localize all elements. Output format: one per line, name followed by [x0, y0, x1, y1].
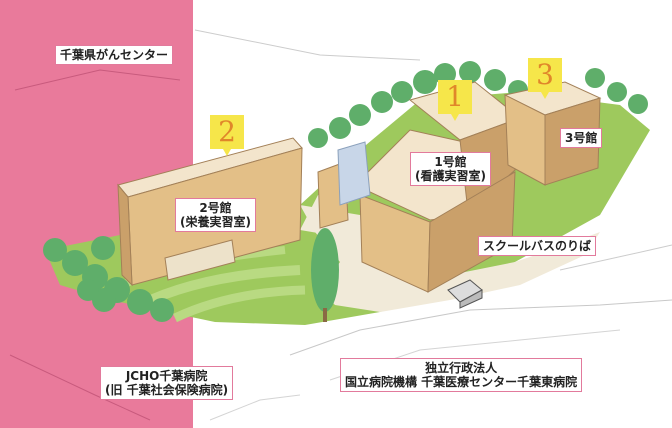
- badge-building-3: 3: [528, 58, 562, 99]
- lawn-stripe-2: [173, 285, 306, 323]
- building-1-name: 1号館: [434, 155, 467, 169]
- label-bus-stop: スクールバスのりば: [478, 236, 597, 256]
- badge-building-2: 2: [210, 115, 244, 156]
- road-sketch-bottom-3: [209, 394, 301, 421]
- label-building-2: 2号館 (栄養実習室): [175, 198, 256, 232]
- school-bus: [447, 279, 483, 309]
- tree-row-top: [308, 61, 648, 148]
- road-sketch-bottom: [289, 299, 672, 356]
- road-sketch-right: [559, 244, 672, 271]
- band-sketch-line: [14, 69, 181, 91]
- building-2-name: 2号館: [199, 201, 232, 215]
- bus-stop-text: スクールバスのりば: [483, 239, 592, 253]
- jcho-former-text: (旧 千葉社会保険病院): [105, 383, 229, 397]
- label-building-3: 3号館: [560, 128, 603, 148]
- building-3-name: 3号館: [565, 131, 598, 145]
- badge-1-text: 1: [446, 80, 464, 113]
- label-building-1: 1号館 (看護実習室): [410, 152, 491, 186]
- badge-3-text: 3: [536, 58, 554, 91]
- badge-building-1: 1: [438, 80, 472, 121]
- label-jcho-hospital: JCHO千葉病院 (旧 千葉社会保険病院): [100, 366, 234, 400]
- lawn-stripe-1: [137, 265, 301, 310]
- chiba-cancer-center-text: 千葉県がんセンター: [60, 48, 169, 62]
- building-1-use: (看護実習室): [415, 169, 486, 183]
- band-sketch-line-2: [9, 354, 151, 421]
- conifer-tree: [311, 228, 339, 312]
- nho-line1-text: 独立行政法人: [425, 361, 498, 375]
- badge-2-text: 2: [218, 115, 236, 148]
- label-national-hospital: 独立行政法人 国立病院機構 千葉医療センター千葉東病院: [340, 358, 583, 392]
- label-chiba-cancer-center: 千葉県がんセンター: [55, 45, 174, 65]
- nho-line2-text: 国立病院機構 千葉医療センター千葉東病院: [345, 375, 578, 389]
- building-2-use: (栄養実習室): [180, 215, 251, 229]
- jcho-hospital-text: JCHO千葉病院: [125, 369, 208, 383]
- road-sketch-top: [194, 29, 421, 61]
- conifer-trunk: [323, 308, 327, 322]
